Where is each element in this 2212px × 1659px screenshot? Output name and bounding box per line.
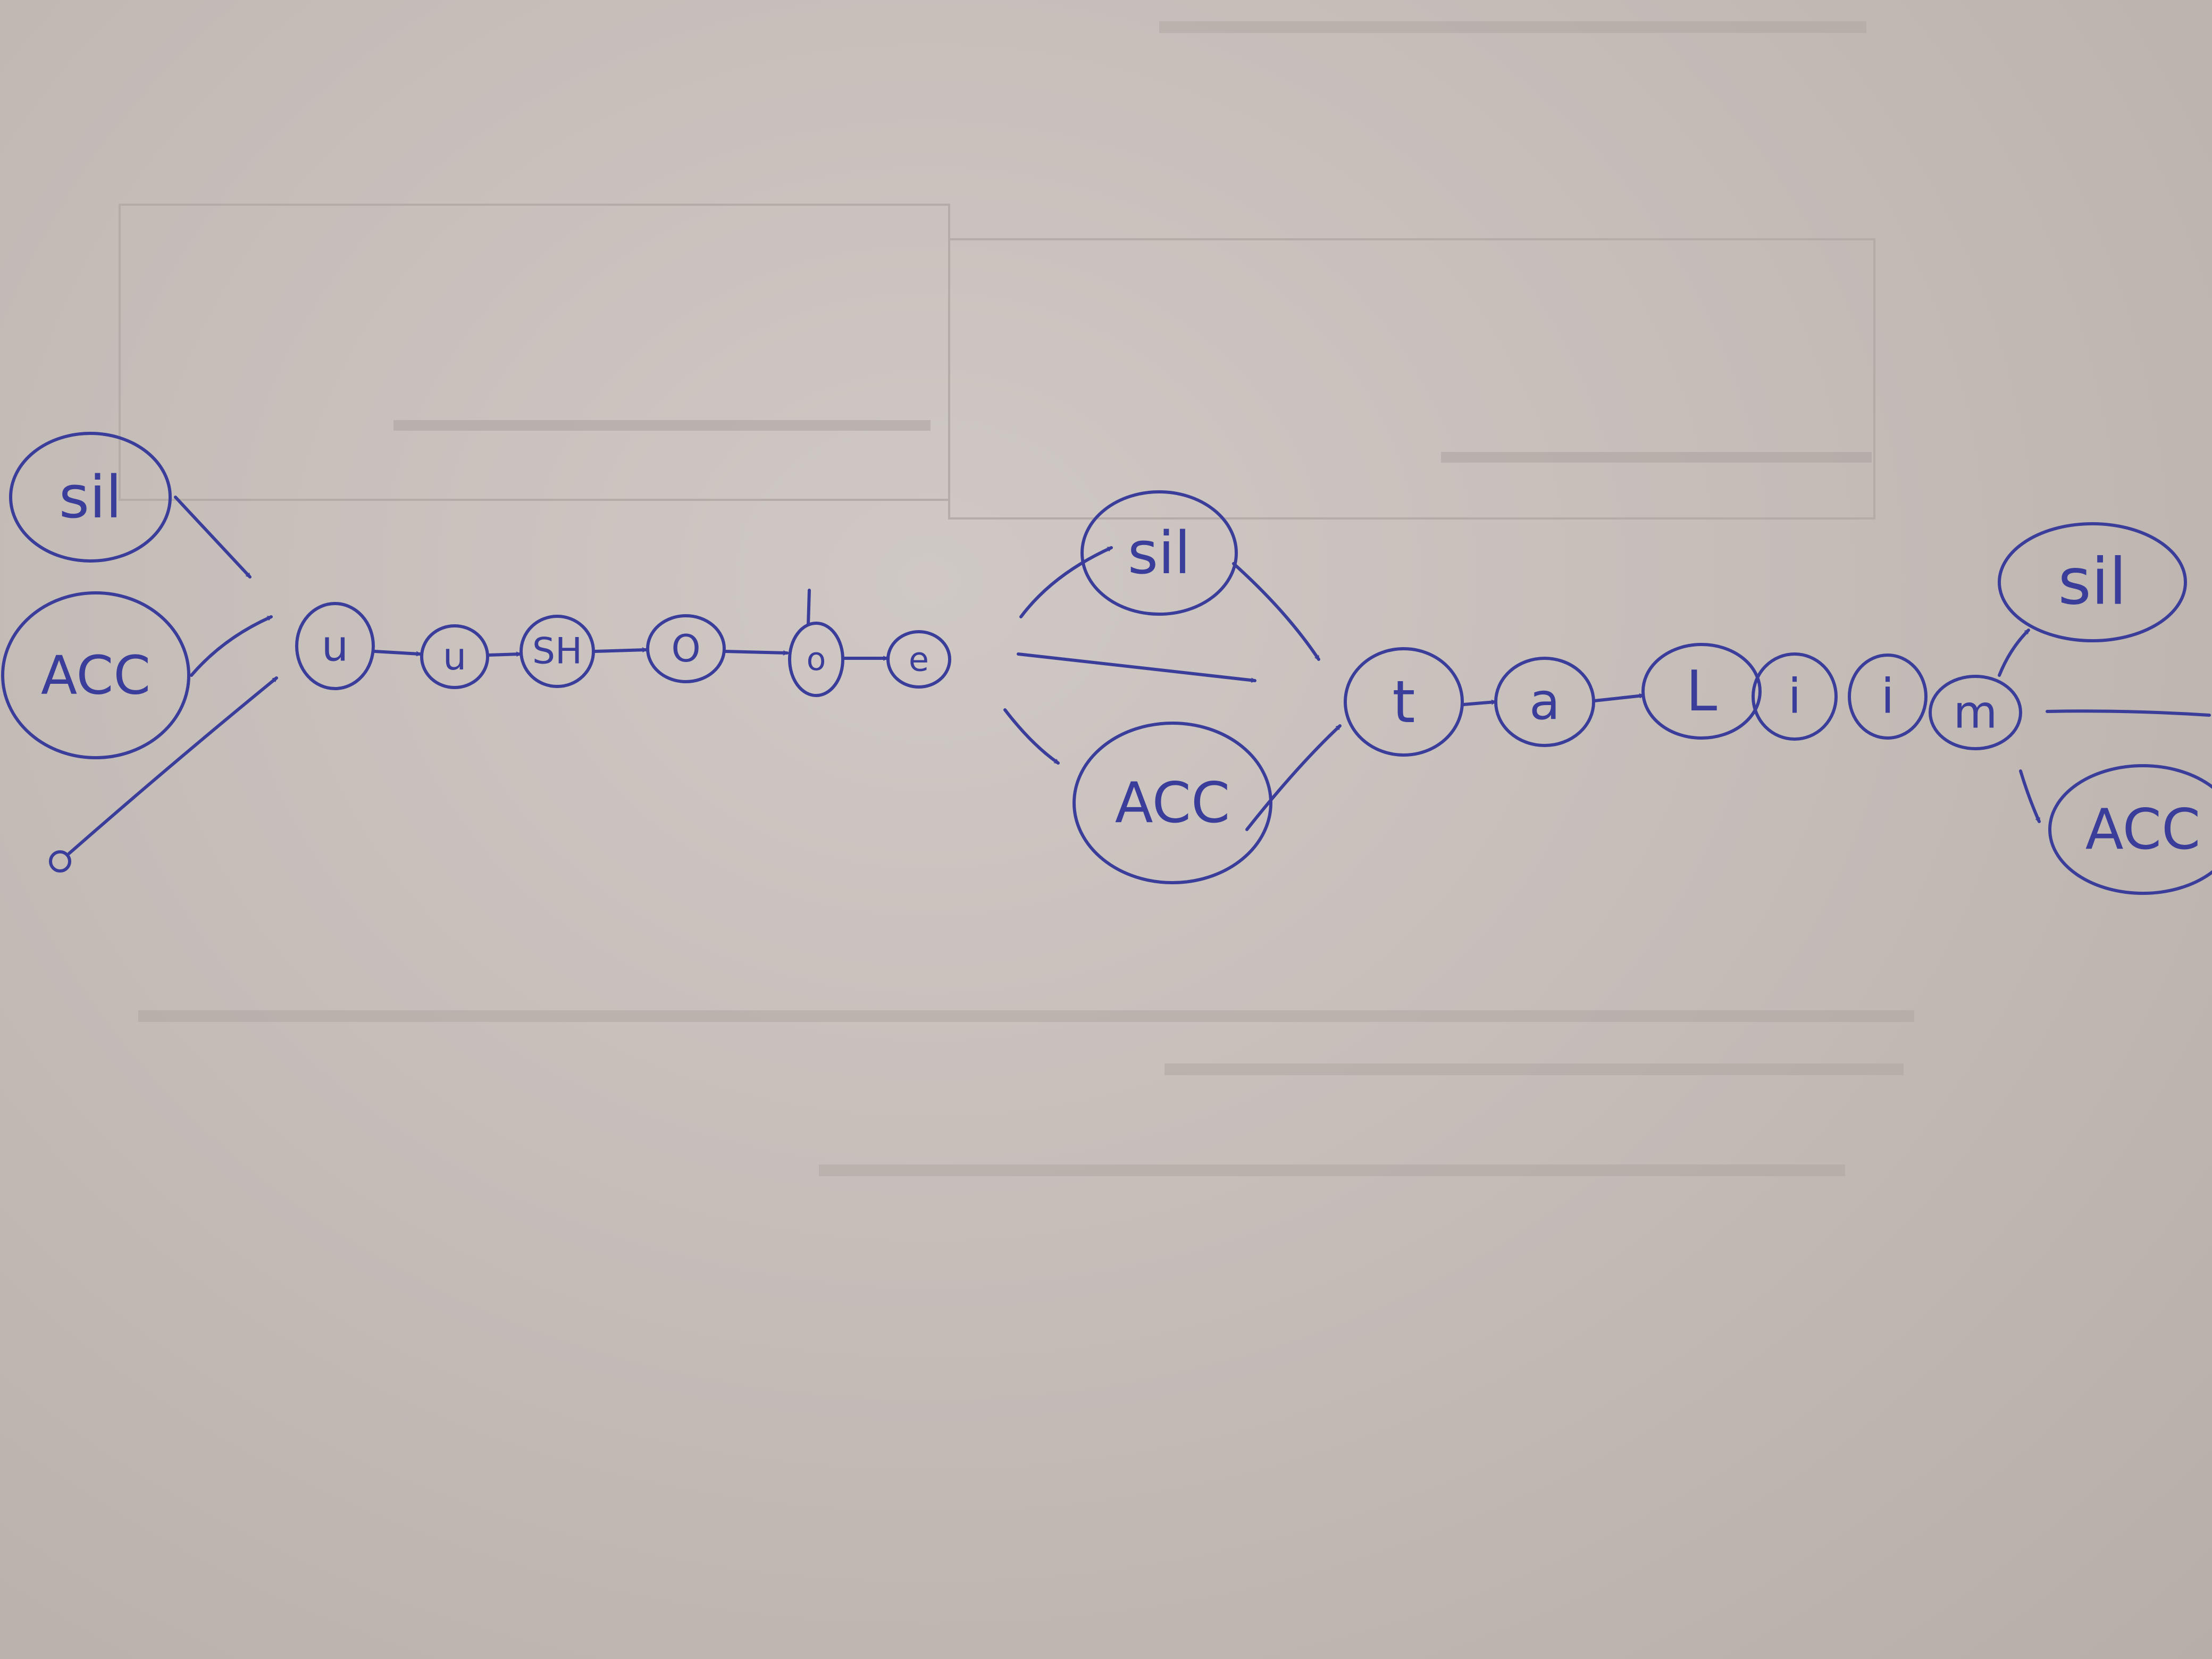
node-label: m <box>1954 686 1998 739</box>
node-label: ACC <box>41 644 150 707</box>
node-label: i <box>1881 669 1894 725</box>
node-u2: u <box>420 624 489 689</box>
edge-start-to-u <box>68 676 278 855</box>
node-label: ACC <box>1115 770 1230 835</box>
node-label: i <box>1788 669 1801 725</box>
node-label: sil <box>1128 519 1191 587</box>
node-i2: i <box>1848 653 1928 740</box>
node-sil-mid: sil <box>1080 490 1238 616</box>
edge-e-t-skip <box>1017 652 1256 681</box>
node-e: e <box>886 630 951 689</box>
edges <box>68 496 2211 855</box>
node-l: L <box>1641 643 1762 740</box>
edge-u2-sh <box>487 654 522 657</box>
node-label: t <box>1392 668 1415 736</box>
edge-sil-t <box>1232 562 1320 661</box>
node-sh: SH <box>520 615 595 688</box>
edge-sil-to-u <box>174 496 252 579</box>
node-acc-end: ACC <box>2048 764 2212 895</box>
node-sil-start: sil <box>9 432 172 563</box>
node-t: t <box>1344 647 1464 757</box>
start-dot <box>49 850 71 873</box>
node-acc-start: ACC <box>1 591 190 759</box>
edge-sh-o1 <box>593 650 648 653</box>
node-u1: u <box>295 602 375 690</box>
node-a: a <box>1494 657 1595 747</box>
bleed-through-background <box>119 21 1914 1176</box>
node-o2: o <box>788 589 844 697</box>
edge-a-l <box>1593 696 1645 702</box>
node-o1: O <box>646 614 726 683</box>
edge-m-sil <box>1998 629 2030 677</box>
node-label: ACC <box>2085 797 2201 862</box>
edge-acc-to-u <box>190 615 273 677</box>
edge-m-acc <box>2019 769 2041 823</box>
node-label: SH <box>532 631 582 673</box>
node-label: u <box>443 635 466 678</box>
node-i1: i <box>1752 652 1838 741</box>
node-label: O <box>671 627 700 671</box>
node-label: sil <box>59 463 122 531</box>
node-label: a <box>1529 673 1560 731</box>
edge-e-sil <box>1019 546 1113 618</box>
edge-acc-t <box>1245 724 1342 831</box>
node-acc-mid: ACC <box>1073 722 1272 884</box>
node-label: L <box>1686 659 1717 724</box>
node-sil-end: sil <box>1998 522 2187 642</box>
edge-o1-o2 <box>724 650 789 653</box>
edge-u1-u2 <box>373 650 422 654</box>
node-label: o <box>807 641 826 678</box>
edge-t-a <box>1462 702 1497 706</box>
edge-e-acc <box>1003 708 1060 765</box>
node-m: m <box>1929 675 2022 750</box>
node-label: u <box>322 622 349 671</box>
node-label: sil <box>2058 546 2126 619</box>
edge-m-out <box>2046 709 2211 717</box>
node-label: e <box>909 640 929 679</box>
